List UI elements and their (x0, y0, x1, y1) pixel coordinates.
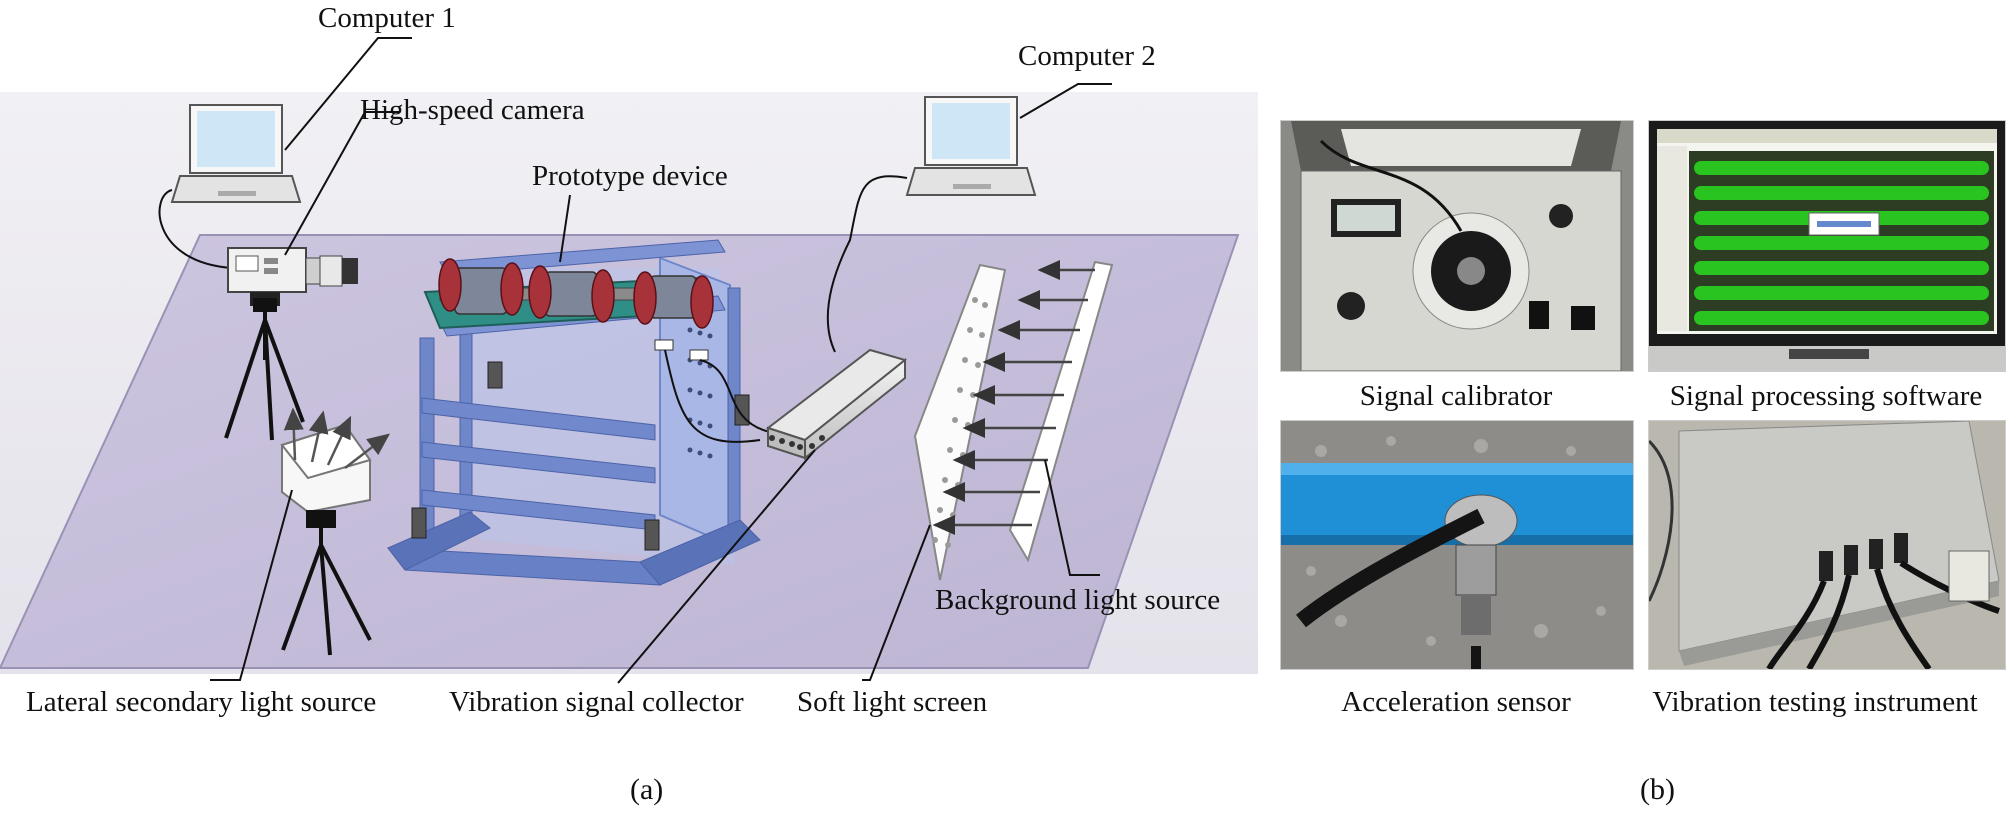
leader-computer1 (284, 37, 412, 151)
caption-vibration-testing-instrument: Vibration testing instrument (1652, 686, 1978, 718)
camera-cable (158, 189, 233, 269)
soft-light-screen (913, 263, 1007, 581)
label-prototype-device: Prototype device (532, 160, 728, 192)
sensor-cable-2 (699, 359, 771, 433)
photo-signal-calibrator (1280, 120, 1634, 372)
leader-computer2 (1019, 83, 1112, 119)
computer-2-laptop (905, 96, 1037, 196)
caption-signal-calibrator: Signal calibrator (1359, 380, 1553, 412)
high-speed-camera (227, 247, 358, 306)
photo-signal-processing-software (1648, 120, 2006, 372)
label-computer-2: Computer 2 (1018, 40, 1156, 72)
leader-prototype (559, 194, 571, 263)
photo-vibration-testing-instrument (1648, 420, 2006, 670)
label-computer-1: Computer 1 (318, 2, 456, 34)
label-high-speed-camera: High-speed camera (360, 94, 585, 126)
light-tripod (281, 510, 372, 656)
collector-cable (826, 175, 908, 353)
computer-1-laptop (170, 104, 302, 203)
panel-a-id: (a) (630, 773, 664, 806)
caption-acceleration-sensor: Acceleration sensor (1341, 686, 1571, 718)
prototype-device (423, 258, 714, 361)
label-background-light-source: Background light source (935, 584, 1221, 616)
panel-b-id: (b) (1640, 773, 1675, 806)
leader-collector (617, 449, 816, 684)
leader-lines (210, 37, 1112, 684)
leader-soft-screen (862, 524, 931, 681)
label-soft-light-screen: Soft light screen (797, 686, 988, 718)
label-lateral-light-source: Lateral secondary light source (26, 686, 377, 718)
caption-signal-processing-software: Signal processing software (1669, 380, 1983, 412)
leader-bg-light (1044, 459, 1100, 576)
leader-lateral-light (210, 489, 293, 681)
sensor-cable-1 (664, 349, 761, 443)
background-light-source (932, 260, 1114, 563)
photo-acceleration-sensor (1280, 420, 1634, 670)
vibration-signal-collector (765, 348, 908, 461)
lateral-light-source (280, 407, 390, 514)
camera-tripod (224, 298, 305, 441)
label-vibration-signal-collector: Vibration signal collector (449, 686, 744, 718)
leader-camera (284, 111, 400, 256)
